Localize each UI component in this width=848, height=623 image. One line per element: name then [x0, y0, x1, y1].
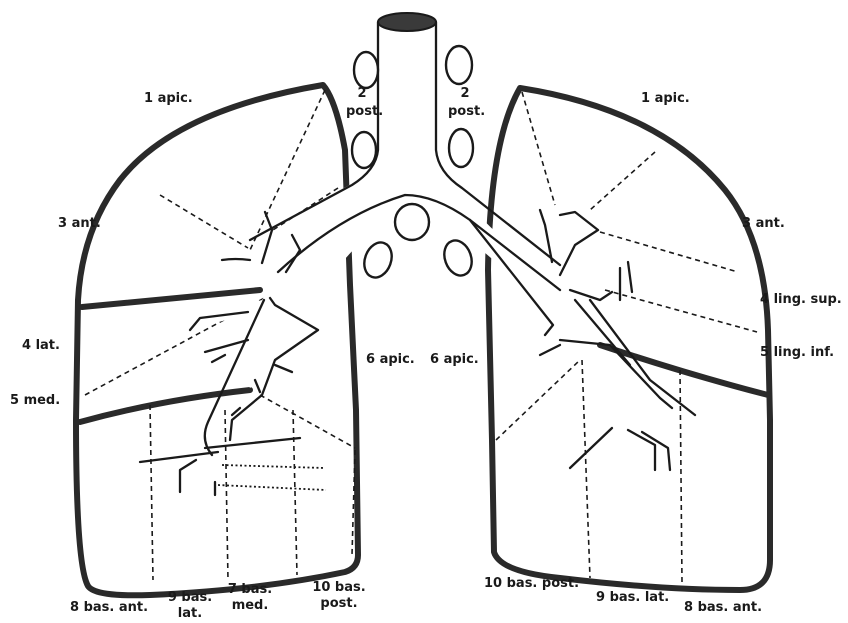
label-r-2-post: post.: [346, 104, 383, 119]
label-r-10-post: post.: [307, 596, 371, 611]
label-r-1-apic: 1 apic.: [144, 91, 193, 106]
label-r-8-bas-ant: 8 bas. ant.: [70, 600, 148, 615]
label-r-9-bas: 9 bas.: [165, 590, 215, 605]
label-l-1-apic: 1 apic.: [641, 91, 690, 106]
right-oblique-fissure: [80, 390, 250, 422]
label-r-7-bas: 7 bas.: [222, 582, 278, 597]
bronchial-tree: [140, 13, 695, 495]
label-r-4-lat: 4 lat.: [22, 338, 60, 353]
label-r-10-bas: 10 bas.: [307, 580, 371, 595]
right-lung-outline: [76, 85, 358, 595]
right-segment-dashes: [85, 90, 355, 580]
left-segment-dashes: [496, 92, 757, 582]
label-l-6-apic: 6 apic.: [430, 352, 479, 367]
right-horizontal-fissure: [82, 290, 260, 307]
label-r-5-med: 5 med.: [10, 393, 60, 408]
label-l-4-ling-sup: 4 ling. sup.: [760, 292, 842, 307]
label-r-9-lat: lat.: [165, 606, 215, 621]
label-r-7-med: med.: [222, 598, 278, 613]
left-lung: [488, 88, 770, 590]
right-lung: [76, 85, 358, 595]
label-r-6-apic: 6 apic.: [366, 352, 415, 367]
trachea-lumen: [378, 13, 436, 31]
label-l-2-num: 2: [455, 86, 475, 101]
left-lung-outline: [488, 88, 770, 590]
label-l-9-bas-lat: 9 bas. lat.: [596, 590, 669, 605]
label-l-5-ling-inf: 5 ling. inf.: [760, 345, 834, 360]
label-l-8-bas-ant: 8 bas. ant.: [684, 600, 762, 615]
label-l-3-ant: 3 ant.: [742, 216, 785, 231]
label-l-10-bas-post: 10 bas. post.: [484, 576, 579, 591]
label-r-2-num: 2: [352, 86, 372, 101]
label-r-3-ant: 3 ant.: [58, 216, 101, 231]
left-oblique-fissure: [600, 345, 768, 395]
label-l-2-post: post.: [448, 104, 485, 119]
